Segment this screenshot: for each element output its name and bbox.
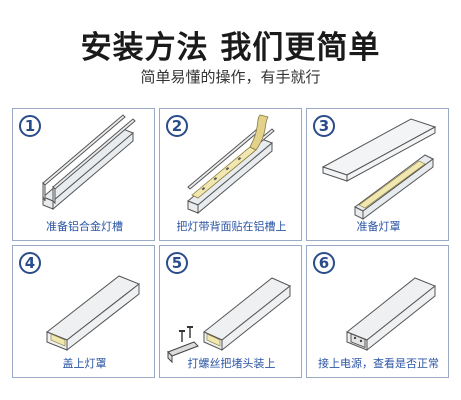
step-3-number: 3 [313,115,335,137]
step-5-panel: 5 打螺丝把堵头装上 [159,245,302,378]
step-5-caption: 打螺丝把堵头装上 [187,357,276,370]
page-subtitle: 简单易懂的操作，有手就行 [140,68,321,86]
step-4-caption: 盖上灯罩 [62,357,107,370]
step-6-number: 6 [313,252,335,274]
page-title: 安装方法 我们更简单 [80,30,381,66]
led-strip-channel-illustration [187,114,275,215]
step-1-panel: 1 准备铝合金灯槽 [12,108,155,241]
step-3-panel: 3 准备灯罩 [306,108,449,241]
end-cap-screws-illustration [167,277,291,364]
step-6-panel: 6 接上电源，查看是否正常 [306,245,449,378]
step-6-caption: 接上电源，查看是否正常 [318,357,439,370]
diffuser-cover-illustration [321,118,437,220]
step-1-number: 1 [19,115,41,137]
aluminum-channel-illustration [42,114,136,211]
step-5-number: 5 [166,252,188,274]
power-test-illustration [346,277,436,352]
step-1-caption: 准备铝合金灯槽 [46,220,123,233]
covered-channel-illustration [46,275,140,352]
step-2-number: 2 [166,115,188,137]
step-4-number: 4 [19,252,41,274]
steps-grid: 1 准备铝合金灯槽 2 [12,108,449,388]
step-2-caption: 把灯带背面贴在铝槽上 [176,220,287,233]
step-3-caption: 准备灯罩 [356,220,401,233]
step-4-panel: 4 盖上灯罩 [12,245,155,378]
step-2-panel: 2 把灯带背面贴在铝槽上 [159,108,302,241]
